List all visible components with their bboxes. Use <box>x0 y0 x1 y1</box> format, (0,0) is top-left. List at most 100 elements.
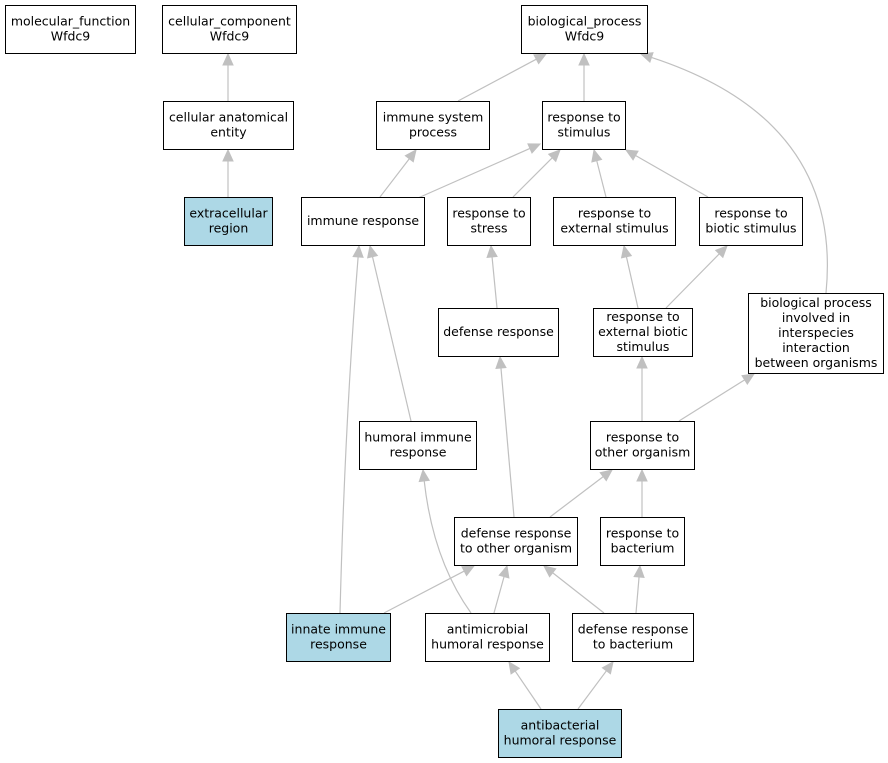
node-label-line: molecular_function <box>11 14 130 29</box>
edge-arrowhead <box>624 149 639 161</box>
edge-response-to-other-organism-to-bp-interspecies-interaction <box>678 373 756 422</box>
edge-antibacterial-humoral-response-to-antimicrobial-humoral-response <box>508 661 542 710</box>
node-box[interactable] <box>600 517 685 566</box>
node-label-line: antimicrobial <box>447 622 529 637</box>
edge-line <box>635 576 640 614</box>
node-box[interactable] <box>454 517 578 566</box>
node-box[interactable] <box>162 5 297 54</box>
edge-innate-immune-response-to-immune-response <box>339 244 364 614</box>
node-box[interactable] <box>553 197 676 246</box>
edge-extracellular-region-to-cellular-anatomical-entity <box>222 148 234 197</box>
edge-antibacterial-humoral-response-to-defense-response-to-bacterium <box>577 661 614 710</box>
node-label-line: defense response <box>578 622 689 637</box>
edge-arrowhead <box>527 143 542 154</box>
edge-line <box>491 256 498 309</box>
edge-arrowhead <box>352 244 364 258</box>
node-label-line: stimulus <box>558 125 611 140</box>
edge-line <box>423 480 472 614</box>
node-box[interactable] <box>498 709 622 758</box>
edge-line <box>552 572 605 614</box>
node-label-line: response to <box>547 110 620 125</box>
edge-line <box>339 256 359 614</box>
node-label-line: external stimulus <box>560 221 668 236</box>
edge-response-to-other-organism-to-response-to-external-biotic-stimulus <box>636 355 648 421</box>
node-box[interactable] <box>590 421 695 470</box>
node-box[interactable] <box>425 613 550 662</box>
node-label-line: response to <box>606 309 679 324</box>
node-label-line: interaction <box>782 340 850 355</box>
node-label-line: stress <box>471 221 508 236</box>
node-label-line: interspecies <box>778 325 854 340</box>
edge-antimicrobial-humoral-response-to-defense-response-to-other-organism <box>493 564 510 614</box>
node-box[interactable] <box>521 5 648 54</box>
node-box[interactable] <box>286 613 391 662</box>
node-label-line: Wfdc9 <box>565 29 605 44</box>
edge-line <box>678 379 745 422</box>
node-box[interactable] <box>5 5 136 54</box>
edge-arrowhead <box>461 565 476 577</box>
node-box[interactable] <box>184 197 273 246</box>
edge-defense-response-to-other-organism-to-defense-response <box>495 355 515 518</box>
node-box[interactable] <box>748 293 884 374</box>
node-label-line: defense response <box>461 526 572 541</box>
edge-arrowhead <box>636 355 648 369</box>
node-label-line: response to <box>606 526 679 541</box>
edge-arrowhead <box>418 468 431 483</box>
node-box[interactable] <box>447 197 531 246</box>
node-label-line: response to <box>452 206 525 221</box>
node-label-line: Wfdc9 <box>51 29 91 44</box>
edge-arrowhead <box>599 469 613 482</box>
node-defense-response[interactable]: defense response <box>438 308 559 357</box>
edge-arrowhead <box>636 468 648 482</box>
node-box[interactable] <box>301 197 425 246</box>
node-label-line: to other organism <box>460 541 572 556</box>
edge-line <box>577 670 607 710</box>
edge-line <box>651 56 828 294</box>
node-label-line: region <box>209 221 249 236</box>
node-label-line: cellular_component <box>168 14 291 29</box>
node-box[interactable] <box>699 197 803 246</box>
node-box[interactable] <box>593 308 693 357</box>
node-box[interactable] <box>542 101 626 150</box>
node-label-line: immune response <box>307 213 419 228</box>
edge-line <box>417 147 531 199</box>
node-label-line: biotic stimulus <box>705 221 796 236</box>
node-box[interactable] <box>163 101 294 150</box>
edge-response-to-external-stimulus-to-response-to-stimulus <box>591 148 607 198</box>
node-box[interactable] <box>359 421 477 470</box>
node-box[interactable] <box>376 101 490 150</box>
node-box[interactable] <box>572 613 694 662</box>
edge-line <box>625 256 639 309</box>
edge-response-to-external-biotic-stimulus-to-response-to-external-stimulus <box>620 244 639 309</box>
node-immune-response[interactable]: immune response <box>301 197 425 246</box>
node-box[interactable] <box>438 308 559 357</box>
edge-line <box>500 367 515 518</box>
node-label-line: cellular anatomical <box>169 110 288 125</box>
edge-line <box>596 160 607 198</box>
edge-arrowhead <box>495 355 507 369</box>
node-label-line: antibacterial <box>521 718 600 733</box>
edge-arrowhead <box>366 244 379 259</box>
edge-line <box>512 157 553 198</box>
edge-arrowhead <box>578 52 590 66</box>
